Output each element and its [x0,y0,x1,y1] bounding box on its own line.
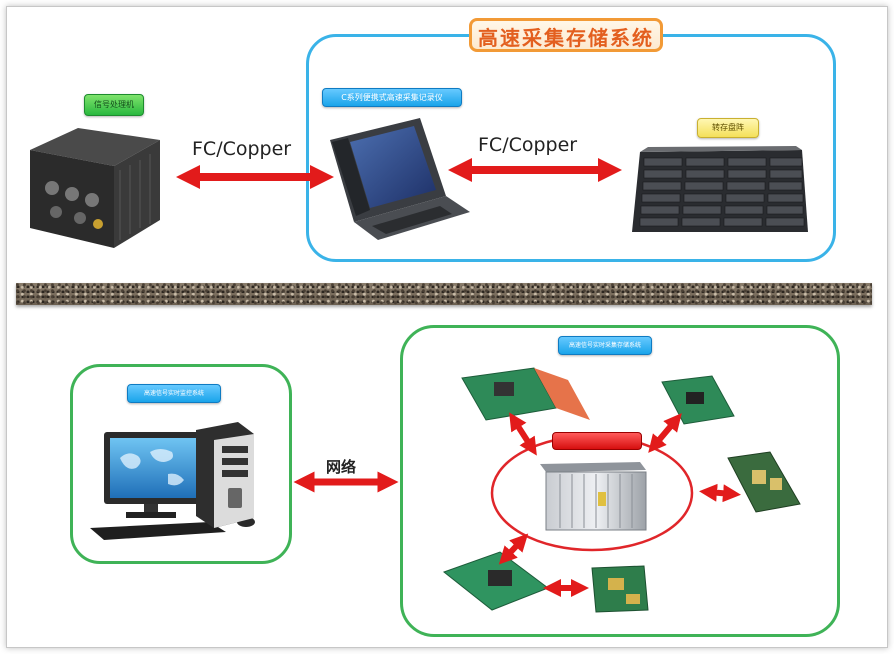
arrow-board-tl [509,412,537,456]
board-right [727,451,801,513]
recorder-label: C系列便携式高速采集记录仪 [322,88,462,107]
arrow-board-tr [648,413,682,453]
acq-system-label: 高速信号实时采集存储系统 [558,336,652,355]
monitor-system-box [70,364,292,564]
link-left-label: FC/Copper [192,138,292,160]
monitor-system-label: 高速信号实时监控系统 [127,384,221,403]
top-system-title: 高速采集存储系统 [469,18,663,52]
board-bottom-right [591,565,649,613]
network-link-label: 网络 [326,458,357,476]
portable-recorder-device [330,118,470,240]
signal-processor-device [30,128,160,248]
divider-gravel-strip [16,283,872,305]
link-right-label: FC/Copper [478,134,578,156]
cpci-chassis-device [540,462,647,531]
arrow-board-bl [498,533,529,565]
desktop-pc-device [90,422,255,540]
acq-system-box [400,325,840,637]
storage-label: 转存盘阵 [697,118,759,138]
chassis-label [552,432,642,450]
board-bottom-left [442,551,550,611]
signal-processor-label: 信号处理机 [84,94,144,116]
board-top-left [461,367,590,421]
board-top-right [661,375,735,425]
storage-array-device [632,146,808,232]
arrow-board-r [699,483,741,503]
